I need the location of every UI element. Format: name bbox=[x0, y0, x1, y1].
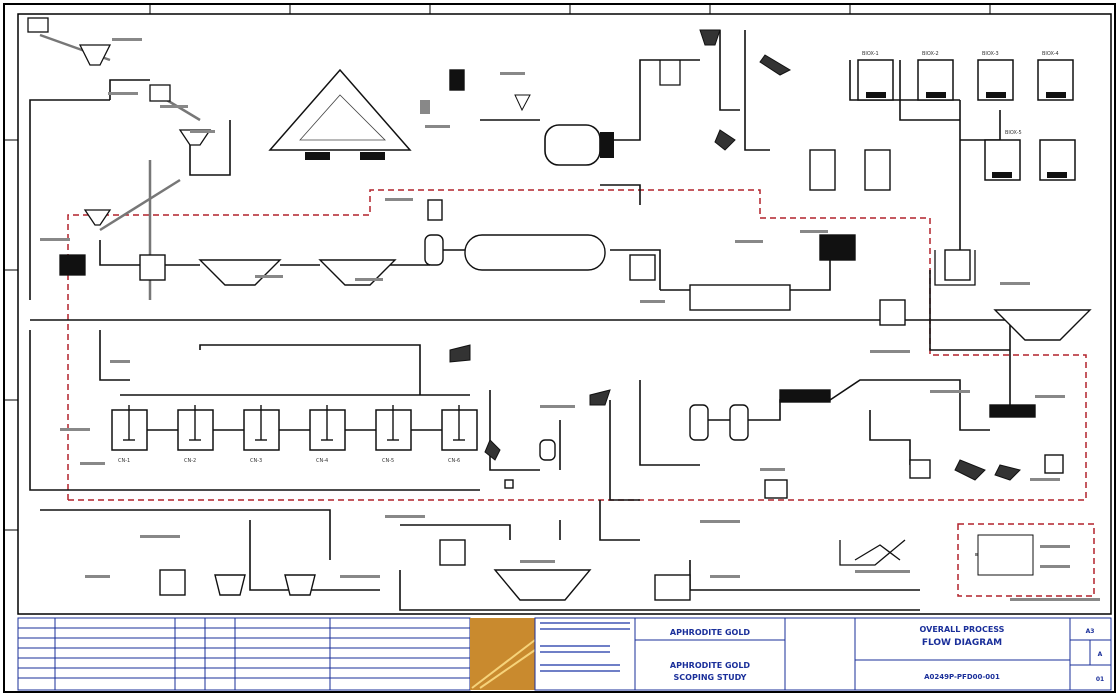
svg-text:CN-5: CN-5 bbox=[382, 458, 394, 464]
company-logo bbox=[470, 618, 535, 690]
drawing-title-line1: OVERALL PROCESS bbox=[920, 625, 1005, 634]
stockpile bbox=[268, 68, 412, 160]
border-grid-ticks bbox=[4, 4, 991, 531]
sump-tanks bbox=[659, 60, 976, 566]
sheet-border-inner bbox=[17, 13, 1112, 615]
svg-text:CN-1: CN-1 bbox=[118, 458, 130, 464]
screens-and-cyclones bbox=[449, 29, 1021, 481]
title-block-smallprint bbox=[540, 622, 630, 672]
circuit-boundary bbox=[67, 189, 1095, 597]
title-block-frame bbox=[534, 617, 1112, 691]
drawing-number: A0249P-PFD00-001 bbox=[924, 673, 1000, 681]
sheet-size: A3 bbox=[1086, 628, 1095, 635]
svg-text:CN-6: CN-6 bbox=[448, 458, 460, 464]
sheet-border-outer bbox=[3, 3, 1116, 693]
biox-tanks bbox=[857, 59, 1076, 181]
legend-box bbox=[977, 534, 1034, 576]
svg-text:BIOX-1: BIOX-1 bbox=[862, 51, 879, 57]
svg-text:BIOX-3: BIOX-3 bbox=[982, 51, 999, 57]
crusher-units bbox=[27, 17, 212, 276]
svg-text:CN-2: CN-2 bbox=[184, 458, 196, 464]
biox-agitators bbox=[866, 92, 1067, 178]
biox-tank-labels: BIOX-1 BIOX-2 BIOX-3 BIOX-4 BIOX-5 bbox=[862, 51, 1059, 136]
revision-table bbox=[17, 617, 471, 691]
svg-text:BIOX-4: BIOX-4 bbox=[1042, 51, 1059, 57]
process-vessels bbox=[139, 69, 1064, 601]
svg-text:CN-4: CN-4 bbox=[316, 458, 328, 464]
revision: A bbox=[1098, 651, 1103, 658]
svg-text:BIOX-2: BIOX-2 bbox=[922, 51, 939, 57]
project-name: APHRODITE GOLD bbox=[670, 661, 751, 670]
process-lines bbox=[29, 30, 1011, 611]
svg-text:CN-3: CN-3 bbox=[250, 458, 262, 464]
cn-tank-labels: CN-1 CN-2 CN-3 CN-4 CN-5 CN-6 bbox=[118, 458, 460, 464]
project-subtitle: SCOPING STUDY bbox=[674, 673, 747, 682]
agitators bbox=[123, 405, 465, 441]
logo-stripes bbox=[471, 639, 536, 689]
client-name: APHRODITE GOLD bbox=[670, 628, 751, 637]
svg-text:BIOX-5: BIOX-5 bbox=[1005, 130, 1022, 136]
ball-mill bbox=[514, 94, 614, 166]
drawing-title-line2: FLOW DIAGRAM bbox=[922, 638, 1002, 648]
sheet-number: 01 bbox=[1096, 676, 1104, 683]
